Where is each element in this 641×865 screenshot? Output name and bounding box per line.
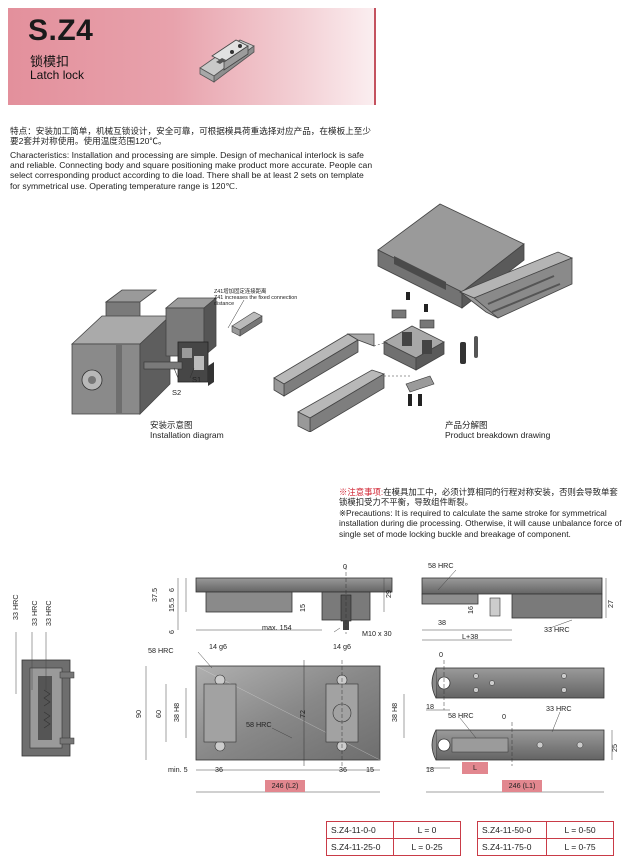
- dim-15-bottom: 15: [366, 765, 374, 774]
- dim-29: 29: [384, 590, 393, 598]
- spec-value: L = 0-25: [393, 838, 461, 856]
- dim-38h8-left: 38 H8: [172, 702, 181, 722]
- label-s1: S1: [192, 375, 202, 384]
- breakdown-diagram: [273, 203, 574, 432]
- dim-14g6-left: 14 g6: [209, 642, 227, 651]
- dim-0-top: 0: [343, 562, 347, 571]
- features-cn: 特点：安装加工简单，机械互锁设计，安全可靠，可根据模具荷重选择对应产品，在模板上…: [10, 126, 371, 147]
- dim-m10x30: M10 x 30: [362, 629, 392, 638]
- dim-18-top: 18: [426, 702, 434, 711]
- dim-14g6-right: 14 g6: [333, 642, 351, 651]
- product-name-cn: 锁模扣: [30, 54, 70, 69]
- dim-246-l2: 246 (L2): [265, 780, 305, 792]
- dim-37-5: 37.5: [150, 588, 159, 602]
- table-row: S.Z4-11-50-0 L = 0-50: [477, 821, 614, 839]
- spec-model: S.Z4-11-75-0: [477, 838, 547, 856]
- dim-18-bottom: 18: [426, 765, 434, 774]
- dim-33hrc-top-right: 33 HRC: [544, 625, 570, 634]
- dim-36-left: 36: [215, 765, 223, 774]
- technical-drawing: [15, 566, 613, 793]
- spec-table-right: S.Z4-11-50-0 L = 0-50 S.Z4-11-75-0 L = 0…: [477, 821, 614, 856]
- characteristics-en: Characteristics: Installation and proces…: [10, 150, 373, 191]
- table-row: S.Z4-11-0-0 L = 0: [326, 821, 461, 839]
- product-code: S.Z4: [28, 14, 94, 47]
- precautions-label: ※注意事项:: [339, 487, 384, 497]
- latch-lock-product-image: [199, 39, 255, 83]
- breakdown-caption-en: Product breakdown drawing: [445, 430, 551, 440]
- product-name-en: Latch lock: [30, 68, 85, 82]
- precautions-cn: ※注意事项:在模具加工中，必须计算相同的行程对称安装，否则会导致单套锁模扣受力不…: [339, 487, 624, 508]
- dim-58hrc-top: 58 HRC: [428, 561, 454, 570]
- dim-16: 16: [466, 606, 475, 614]
- dim-58hrc-center: 58 HRC: [246, 720, 272, 729]
- breakdown-caption: 产品分解图 Product breakdown drawing: [445, 420, 550, 440]
- dim-33hrc-2: 33 HRC: [30, 600, 39, 626]
- title-banner: [8, 8, 376, 105]
- install-caption-cn: 安装示意图: [150, 420, 193, 430]
- dim-6-top: 6: [167, 588, 176, 592]
- dim-246-l1: 246 (L1): [502, 780, 542, 792]
- spec-value: L = 0-75: [546, 838, 614, 856]
- z41-note-en: Z41 increases the fixed connection dista…: [214, 295, 298, 308]
- dim-max154: max. 154: [262, 623, 292, 632]
- z41-note: Z41增加固定连接距离 Z41 increases the fixed conn…: [214, 289, 304, 308]
- dim-36-right: 36: [339, 765, 347, 774]
- spec-value: L = 0-50: [546, 821, 614, 839]
- dim-27: 27: [606, 600, 615, 608]
- dim-33hrc-3: 33 HRC: [44, 600, 53, 626]
- table-row: S.Z4-11-25-0 L = 0-25: [326, 838, 461, 856]
- spec-model: S.Z4-11-25-0: [326, 838, 394, 856]
- dim-72: 72: [298, 710, 307, 718]
- spec-model: S.Z4-11-50-0: [477, 821, 547, 839]
- dim-38h8-right: 38 H8: [390, 702, 399, 722]
- table-row: S.Z4-11-75-0 L = 0-75: [477, 838, 614, 856]
- dim-l38: L+38: [462, 632, 479, 641]
- dim-25: 25: [610, 744, 619, 752]
- spec-value: L = 0: [393, 821, 461, 839]
- dim-58hrc-right: 58 HRC: [448, 711, 474, 720]
- installation-diagram: [70, 289, 263, 415]
- dim-0-right-bottom: 0: [502, 712, 506, 721]
- install-caption-en: Installation diagram: [150, 430, 224, 440]
- dim-33hrc-1: 33 HRC: [11, 594, 20, 620]
- dim-58hrc-plan: 58 HRC: [148, 646, 174, 655]
- spec-model: S.Z4-11-0-0: [326, 821, 394, 839]
- dim-60: 60: [154, 710, 163, 718]
- precautions-cn-text: 在模具加工中，必须计算相同的行程对称安装，否则会导致单套锁模扣受力不平衡，导致组…: [339, 487, 618, 508]
- dim-90: 90: [134, 710, 143, 718]
- dim-15: 15: [298, 604, 307, 612]
- dim-min5: min. 5: [168, 765, 188, 774]
- dim-38: 38: [438, 618, 446, 627]
- breakdown-caption-cn: 产品分解图: [445, 420, 488, 430]
- z41-note-cn: Z41增加固定连接距离: [214, 289, 267, 295]
- label-s2: S2: [172, 388, 182, 397]
- dim-33hrc-right: 33 HRC: [546, 704, 572, 713]
- dim-l-box: L: [462, 762, 488, 774]
- dim-0-right-top: 0: [439, 650, 443, 659]
- dim-15-5: 15.5: [167, 598, 176, 612]
- precautions-en: ※Precautions: It is required to calculat…: [339, 508, 622, 539]
- spec-table-left: S.Z4-11-0-0 L = 0 S.Z4-11-25-0 L = 0-25: [326, 821, 461, 856]
- install-caption: 安装示意图 Installation diagram: [150, 420, 224, 440]
- dim-6-bottom: 6: [167, 630, 176, 634]
